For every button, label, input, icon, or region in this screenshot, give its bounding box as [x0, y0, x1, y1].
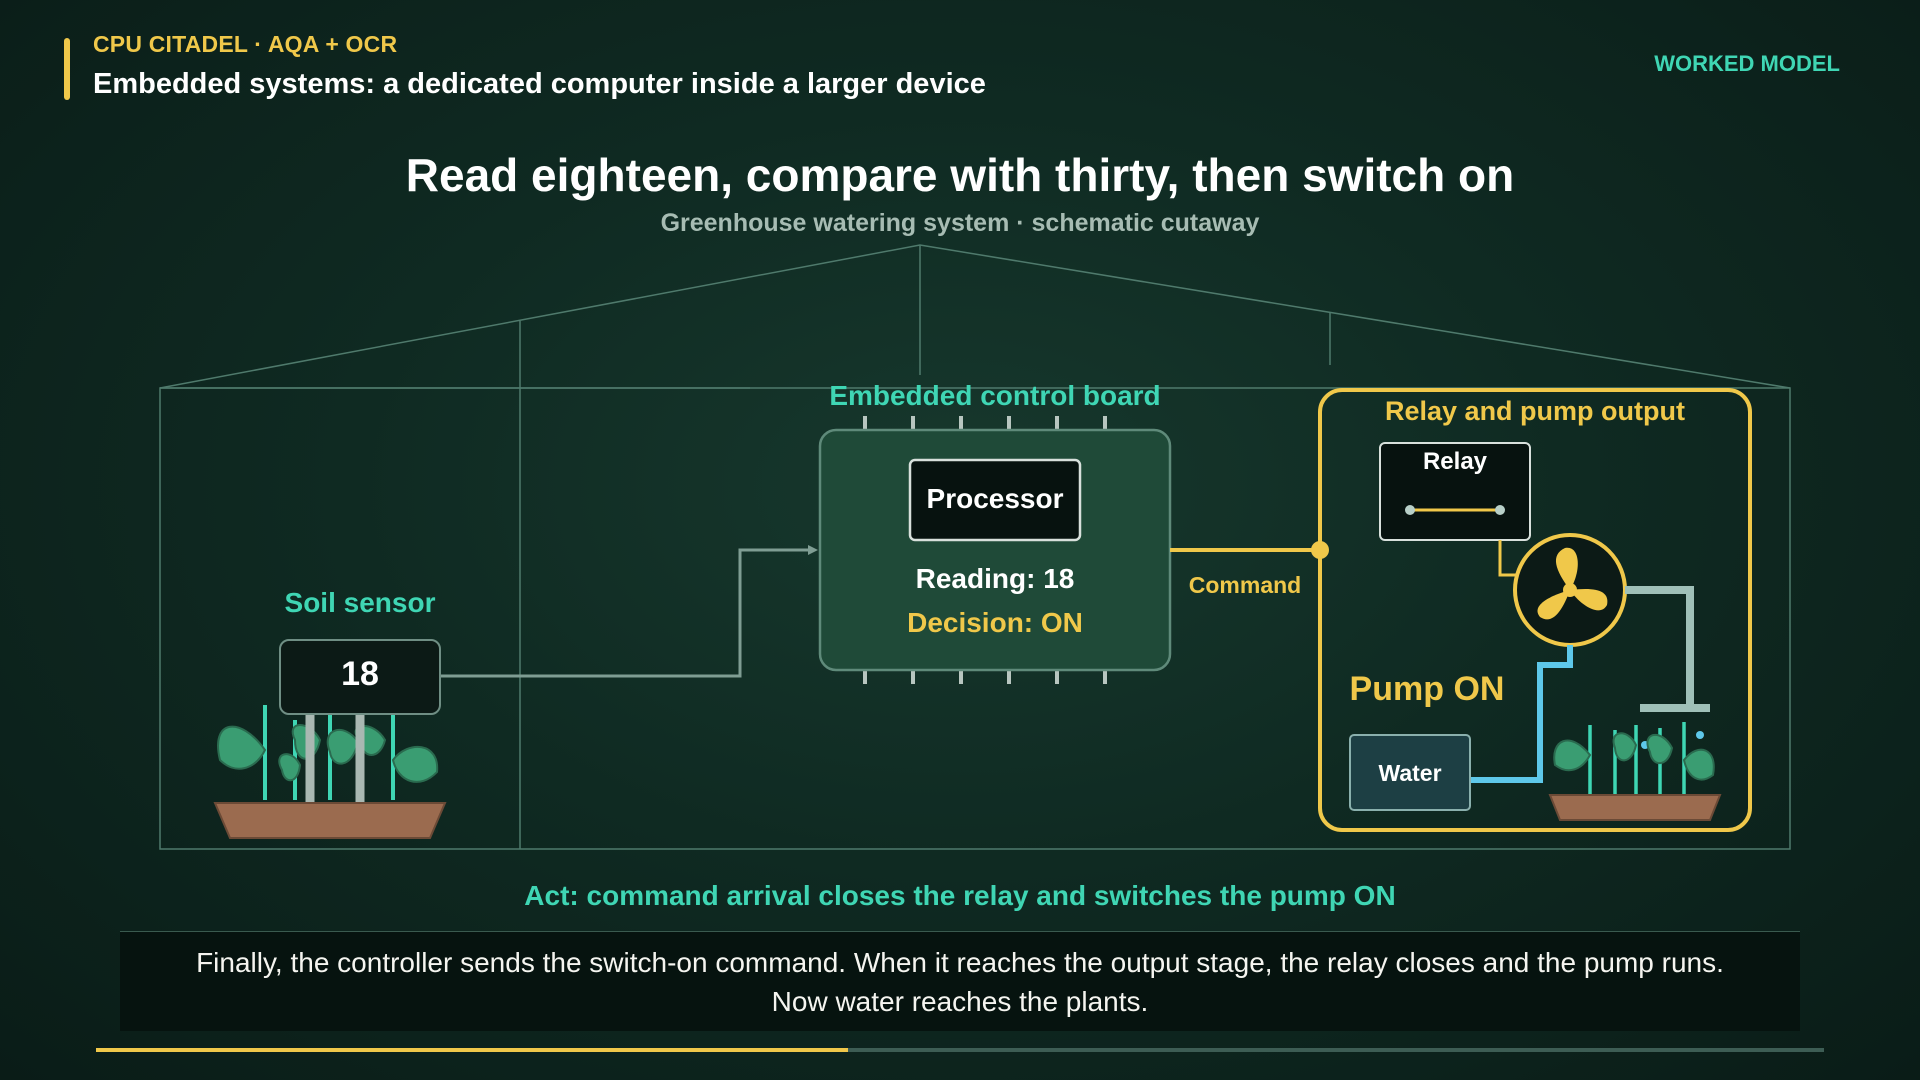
water-label: Water — [1378, 760, 1441, 786]
mode-badge: WORKED MODEL — [1654, 51, 1840, 76]
board-reading-text: Reading: 18 — [916, 563, 1075, 594]
header-accent-bar — [64, 38, 70, 100]
output-plant-pot — [1548, 794, 1722, 821]
sensor-reading-value: 18 — [341, 655, 379, 693]
signal-arrow-icon — [808, 545, 818, 555]
step-caption-title: Act: command arrival closes the relay an… — [524, 880, 1396, 911]
relay-contact-left — [1405, 505, 1415, 515]
narration-box: Finally, the controller sends the switch… — [120, 931, 1800, 1031]
relay-label: Relay — [1423, 448, 1488, 475]
pump-fan-icon — [1537, 547, 1608, 620]
slide-progress-fill — [96, 1048, 848, 1052]
processor-label: Processor — [927, 483, 1064, 514]
output-stage-frame — [1318, 388, 1752, 832]
greenhouse-outline — [159, 244, 1791, 850]
slide-subtitle: Greenhouse watering system · schematic c… — [660, 209, 1260, 237]
relay-to-pump-wire — [1498, 540, 1520, 577]
water-tank — [1349, 734, 1471, 811]
sensor-display-box — [279, 639, 441, 715]
soil-sensor-label: Soil sensor — [285, 587, 436, 618]
output-stage-label: Relay and pump output — [1385, 396, 1685, 426]
water-droplet — [1696, 731, 1704, 739]
board-decision-text: Decision: ON — [907, 607, 1083, 638]
board-pins — [863, 416, 1107, 684]
water-inlet-pipe — [1470, 645, 1573, 783]
sensor-plants — [213, 705, 447, 839]
output-plants — [1548, 722, 1722, 821]
slide-title: Read eighteen, compare with thirty, then… — [405, 149, 1515, 201]
pump-outlet-pipe — [1625, 586, 1694, 705]
sensor-plant-pot — [213, 802, 447, 839]
control-board-label: Embedded control board — [829, 380, 1160, 411]
command-label: Command — [1189, 572, 1301, 598]
slide-progress-bar — [96, 1048, 1824, 1052]
course-eyebrow: CPU CITADEL · AQA + OCR — [93, 31, 398, 57]
lesson-title: Embedded systems: a dedicated computer i… — [93, 68, 986, 100]
sensor-signal-wire — [440, 548, 815, 678]
narration-text: Finally, the controller sends the switch… — [196, 946, 1724, 1017]
pump-status-text: Pump ON — [1350, 670, 1505, 708]
processor-chip — [908, 458, 1082, 542]
relay-contact-right — [1495, 505, 1505, 515]
relay-box — [1379, 442, 1531, 541]
